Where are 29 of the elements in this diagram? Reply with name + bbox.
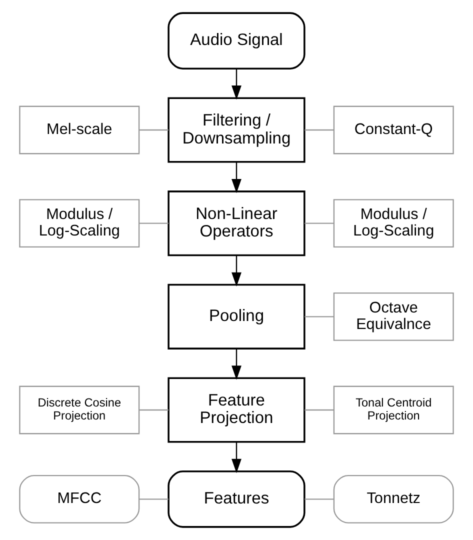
node-box: Tonal Centroid Projection — [333, 386, 454, 434]
arrow — [232, 162, 242, 194]
arrow — [232, 442, 242, 474]
node-box: Pooling — [168, 284, 306, 350]
node-box: MFCC — [19, 474, 140, 524]
node-box: Discrete Cosine Projection — [19, 386, 140, 434]
node-box: Constant-Q — [333, 106, 454, 154]
connector — [139, 129, 168, 131]
arrow — [232, 348, 242, 380]
connector — [304, 316, 334, 318]
connector — [304, 129, 334, 131]
node-box: Mel-scale — [19, 106, 140, 154]
connector — [304, 222, 334, 224]
node-box: Features — [168, 470, 306, 528]
node-box: Audio Signal — [168, 12, 306, 70]
node-box: Non-Linear Operators — [168, 190, 306, 256]
connector — [304, 409, 334, 411]
connector — [139, 222, 168, 224]
node-box: Modulus / Log-Scaling — [19, 199, 140, 248]
node-box: Modulus / Log-Scaling — [333, 199, 454, 248]
connector — [304, 498, 334, 500]
node-box: Feature Projection — [168, 377, 306, 443]
node-box: Filtering / Downsampling — [168, 97, 306, 163]
arrow — [232, 69, 242, 100]
node-box: Octave Equivalnce — [333, 292, 454, 341]
connector — [139, 409, 168, 411]
node-box: Tonnetz — [333, 474, 454, 524]
arrow — [232, 255, 242, 286]
connector — [139, 498, 168, 500]
